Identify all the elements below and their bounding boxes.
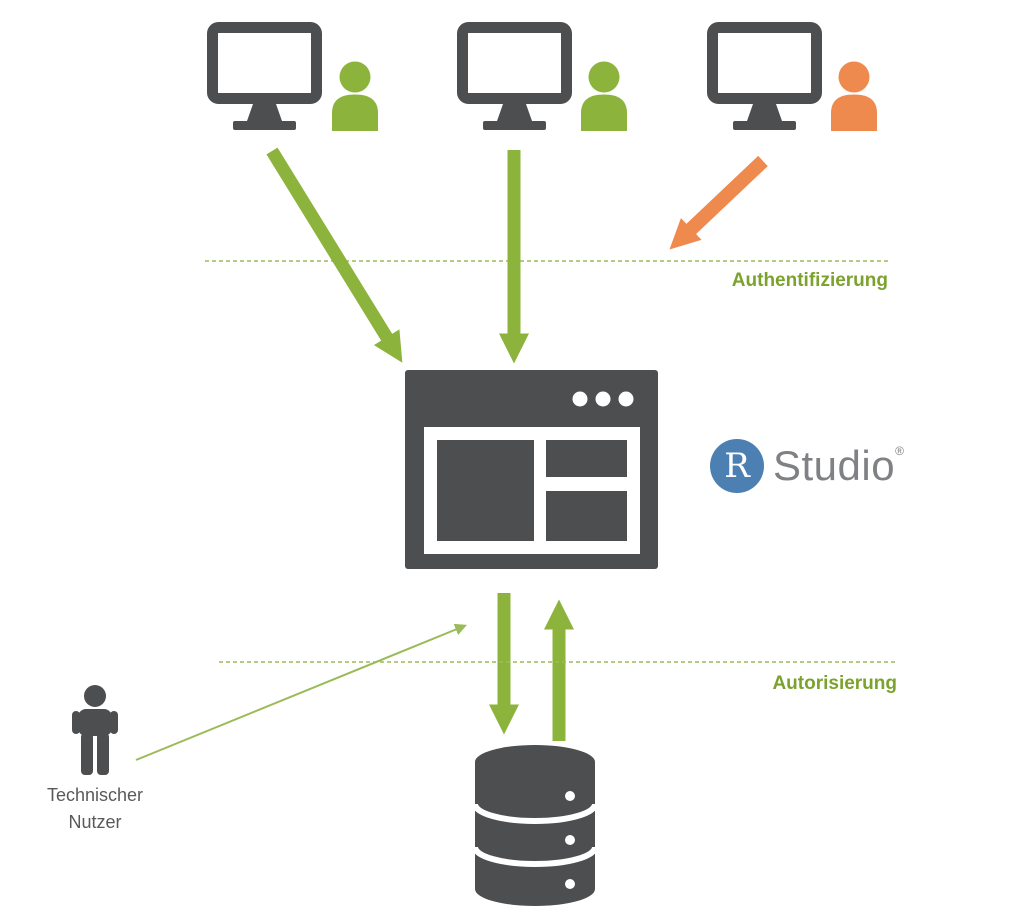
authentication-label: Authentifizierung [731,270,888,291]
client-2-monitor-icon [463,28,567,131]
technical-user-label: Technischer Nutzer [17,782,173,836]
database-body [475,762,595,906]
logo-registered-mark: ® [895,444,905,458]
database-separator-1 [472,803,598,824]
technical-user-person-icon [72,685,118,775]
database-dot-1 [565,791,575,801]
browser-right-top-pane [546,440,627,477]
client-2-user-icon [581,61,627,131]
technical-user-connection-arrow [135,623,467,761]
client-3-monitor-icon [713,28,817,131]
database-top [475,745,595,779]
client-1-user-icon [332,61,378,131]
browser-dot-2 [595,391,611,407]
database-cylinder-icon [472,745,598,906]
rstudio-r-ball-icon: R [710,439,764,493]
client-1-to-server-arrow [266,147,403,363]
browser-left-pane [437,440,534,541]
browser-dot-1 [572,391,588,407]
client-1-monitor-icon [213,28,317,131]
technical-user-label-line1: Technischer [46,785,144,805]
logo-studio-text: Studio [773,442,896,489]
database-dot-3 [565,879,575,889]
browser-right-bottom-pane [546,491,627,541]
rstudio-logo: R Studio ® [710,439,904,493]
rstudio-browser-window-icon [405,370,658,569]
client-3-blocked-arrow [669,155,768,250]
database-separator-2 [472,846,598,867]
logo-r-letter: R [724,446,750,486]
technical-user-label-line2: Nutzer [68,812,122,832]
browser-dot-3 [618,391,634,407]
database-dot-2 [565,835,575,845]
client-3-user-icon [831,61,877,131]
authorization-label: Autorisierung [772,673,897,694]
